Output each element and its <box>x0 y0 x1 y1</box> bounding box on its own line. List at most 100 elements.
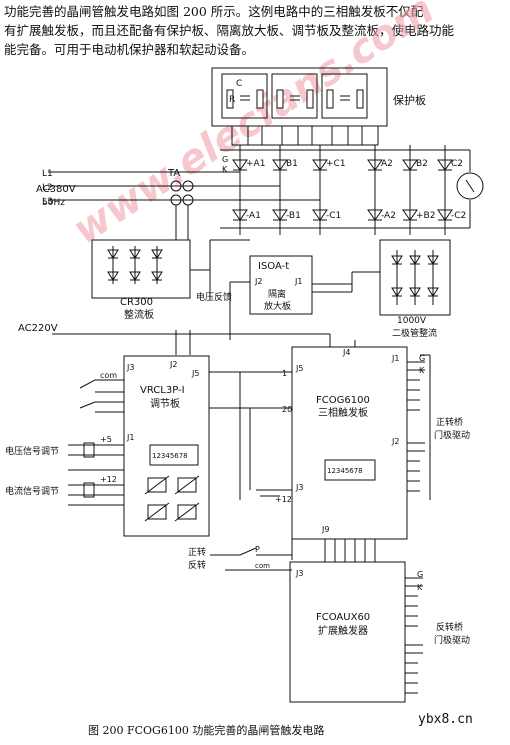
fcog-dip-switch <box>324 459 376 481</box>
vrcl-j5: J5 <box>191 369 199 378</box>
vrcl-dip-label: 12345678 <box>152 452 188 460</box>
label-a1p: +A1 <box>246 159 265 169</box>
n1-label: 1 <box>282 369 287 378</box>
aux-label: FCOAUX60 <box>316 612 370 623</box>
volt-reg-label: 电压信号调节 <box>5 445 59 457</box>
label-b1p: B1 <box>286 159 298 169</box>
ac380-label: AC380V <box>36 184 76 195</box>
vrcl-j1: J1 <box>126 433 134 442</box>
aux-name-label: 扩展触发器 <box>318 624 368 637</box>
plus12-label: +12 <box>100 475 117 484</box>
aux-g: G <box>417 570 423 579</box>
intro-line-2: 有扩展触发板，而且还配备有保护板、隔离放大板、调节板及整流板，使电路功能 <box>4 23 455 38</box>
diode-rect-label: 二极管整流 <box>392 327 437 339</box>
rect-board-label: 整流板 <box>124 308 154 321</box>
fcog-j1: J1 <box>391 354 399 363</box>
label-a2p: A2 <box>381 159 393 169</box>
fcog-g: G <box>419 354 425 363</box>
label-b2m: +B2 <box>416 211 435 221</box>
v1000-label: 1000V <box>397 316 427 326</box>
l1-label: L1 <box>42 169 53 179</box>
aux-k: K <box>417 583 423 592</box>
j9-bus <box>324 539 376 562</box>
figure-caption: 图 200 FCOG6100 功能完善的晶闸管触发电路 <box>88 724 325 737</box>
vrcl-j3: J3 <box>126 363 134 372</box>
isoa-board <box>249 255 313 315</box>
intro-text: 功能完善的晶闸管触发电路如图 200 所示。这例电路中的三相触发板不仅配 有扩展… <box>4 2 504 59</box>
cr300-diodes <box>107 246 163 284</box>
protect-drops <box>231 126 379 146</box>
direction-switch[interactable] <box>210 547 292 571</box>
p-label: P <box>255 545 260 554</box>
current-transformer <box>170 180 194 240</box>
protect-rc-cells <box>221 73 368 119</box>
label-c1m: -C1 <box>326 211 341 221</box>
c-label: C <box>236 79 242 89</box>
r-label: R <box>229 95 235 105</box>
intro-line-1: 功能完善的晶闸管触发电路如图 200 所示。这例电路中的三相触发板不仅配 <box>4 4 424 19</box>
fwd-gate-label1: 正转桥 <box>436 416 463 428</box>
vrcl-inputs <box>68 379 124 506</box>
isoa-label: ISOA-t <box>258 261 289 272</box>
tune-board-label: 调节板 <box>150 397 180 410</box>
aux-gate-outputs <box>405 577 423 694</box>
isoa-name1: 隔离 <box>268 288 286 300</box>
vrcl-j2: J2 <box>169 360 177 369</box>
vrcl-board <box>123 355 210 537</box>
three-phase-lines <box>48 171 320 201</box>
aux-j3: J3 <box>295 569 303 578</box>
motor <box>456 172 484 200</box>
vrcl-label: VRCL3P-I <box>140 385 185 396</box>
diode-rectifier <box>379 239 451 316</box>
volt-fb-label: 电压反馈 <box>196 291 232 303</box>
plus5-label: +5 <box>100 435 112 444</box>
three-phase-label: 三相触发板 <box>318 406 368 419</box>
fcog-j4: J4 <box>342 348 350 357</box>
vrcl-com: com <box>100 371 117 380</box>
protect-board-label: 保护板 <box>393 93 426 107</box>
cr300-label: CR300 <box>120 297 153 308</box>
label-b1m: -B1 <box>286 211 301 221</box>
ta-label: TA <box>167 168 180 179</box>
fcog-j9: J9 <box>321 525 329 534</box>
rev-gate-label1: 反转桥 <box>436 621 463 633</box>
switch-com: com <box>255 562 270 570</box>
aux-board <box>289 561 406 703</box>
isoa-name2: 放大板 <box>264 300 291 312</box>
vrcl-dip-switch <box>149 444 199 466</box>
label-c2p: C2 <box>451 159 463 169</box>
fcog-j3: J3 <box>295 483 303 492</box>
isoa-j2: J2 <box>254 277 262 286</box>
label-b2p: B2 <box>416 159 428 169</box>
label-k: K <box>222 165 228 174</box>
curr-reg-label: 电流信号调节 <box>5 485 59 497</box>
label-c2m: -C2 <box>451 211 466 221</box>
site-watermark: ybx8.cn <box>418 712 473 727</box>
vrcl-potentiometers <box>144 475 200 522</box>
label-g: G <box>222 155 228 164</box>
rev-gate-label2: 门极驱动 <box>434 634 470 646</box>
fcog-j2: J2 <box>391 437 399 446</box>
label-a2m: -A2 <box>381 211 396 221</box>
ac220-label: AC220V <box>18 323 58 334</box>
fcog-gate-outputs <box>407 354 431 500</box>
n20-label: 20 <box>282 405 292 414</box>
label-c1p: +C1 <box>326 159 346 169</box>
intro-line-3: 能完备。可用于电动机保护器和软起动设备。 <box>4 42 255 57</box>
fcog-k: K <box>419 366 425 375</box>
rev-label: 反转 <box>188 559 206 571</box>
l2-label: L2 <box>42 183 53 193</box>
diode-rect-bridge <box>391 250 439 305</box>
fwd-label: 正转 <box>188 546 206 558</box>
protect-board <box>211 67 388 127</box>
cr300-board <box>91 239 191 299</box>
thyristor-bridge <box>220 145 471 235</box>
fcog-plus12: +12 <box>275 495 292 504</box>
isoa-j1: J1 <box>294 277 302 286</box>
fcog-dip-label: 12345678 <box>327 467 363 475</box>
label-a1m: -A1 <box>246 211 261 221</box>
hz-label: 50Hz <box>42 198 65 208</box>
l3-label: L3 <box>42 197 53 207</box>
fwd-gate-label2: 门极驱动 <box>434 429 470 441</box>
